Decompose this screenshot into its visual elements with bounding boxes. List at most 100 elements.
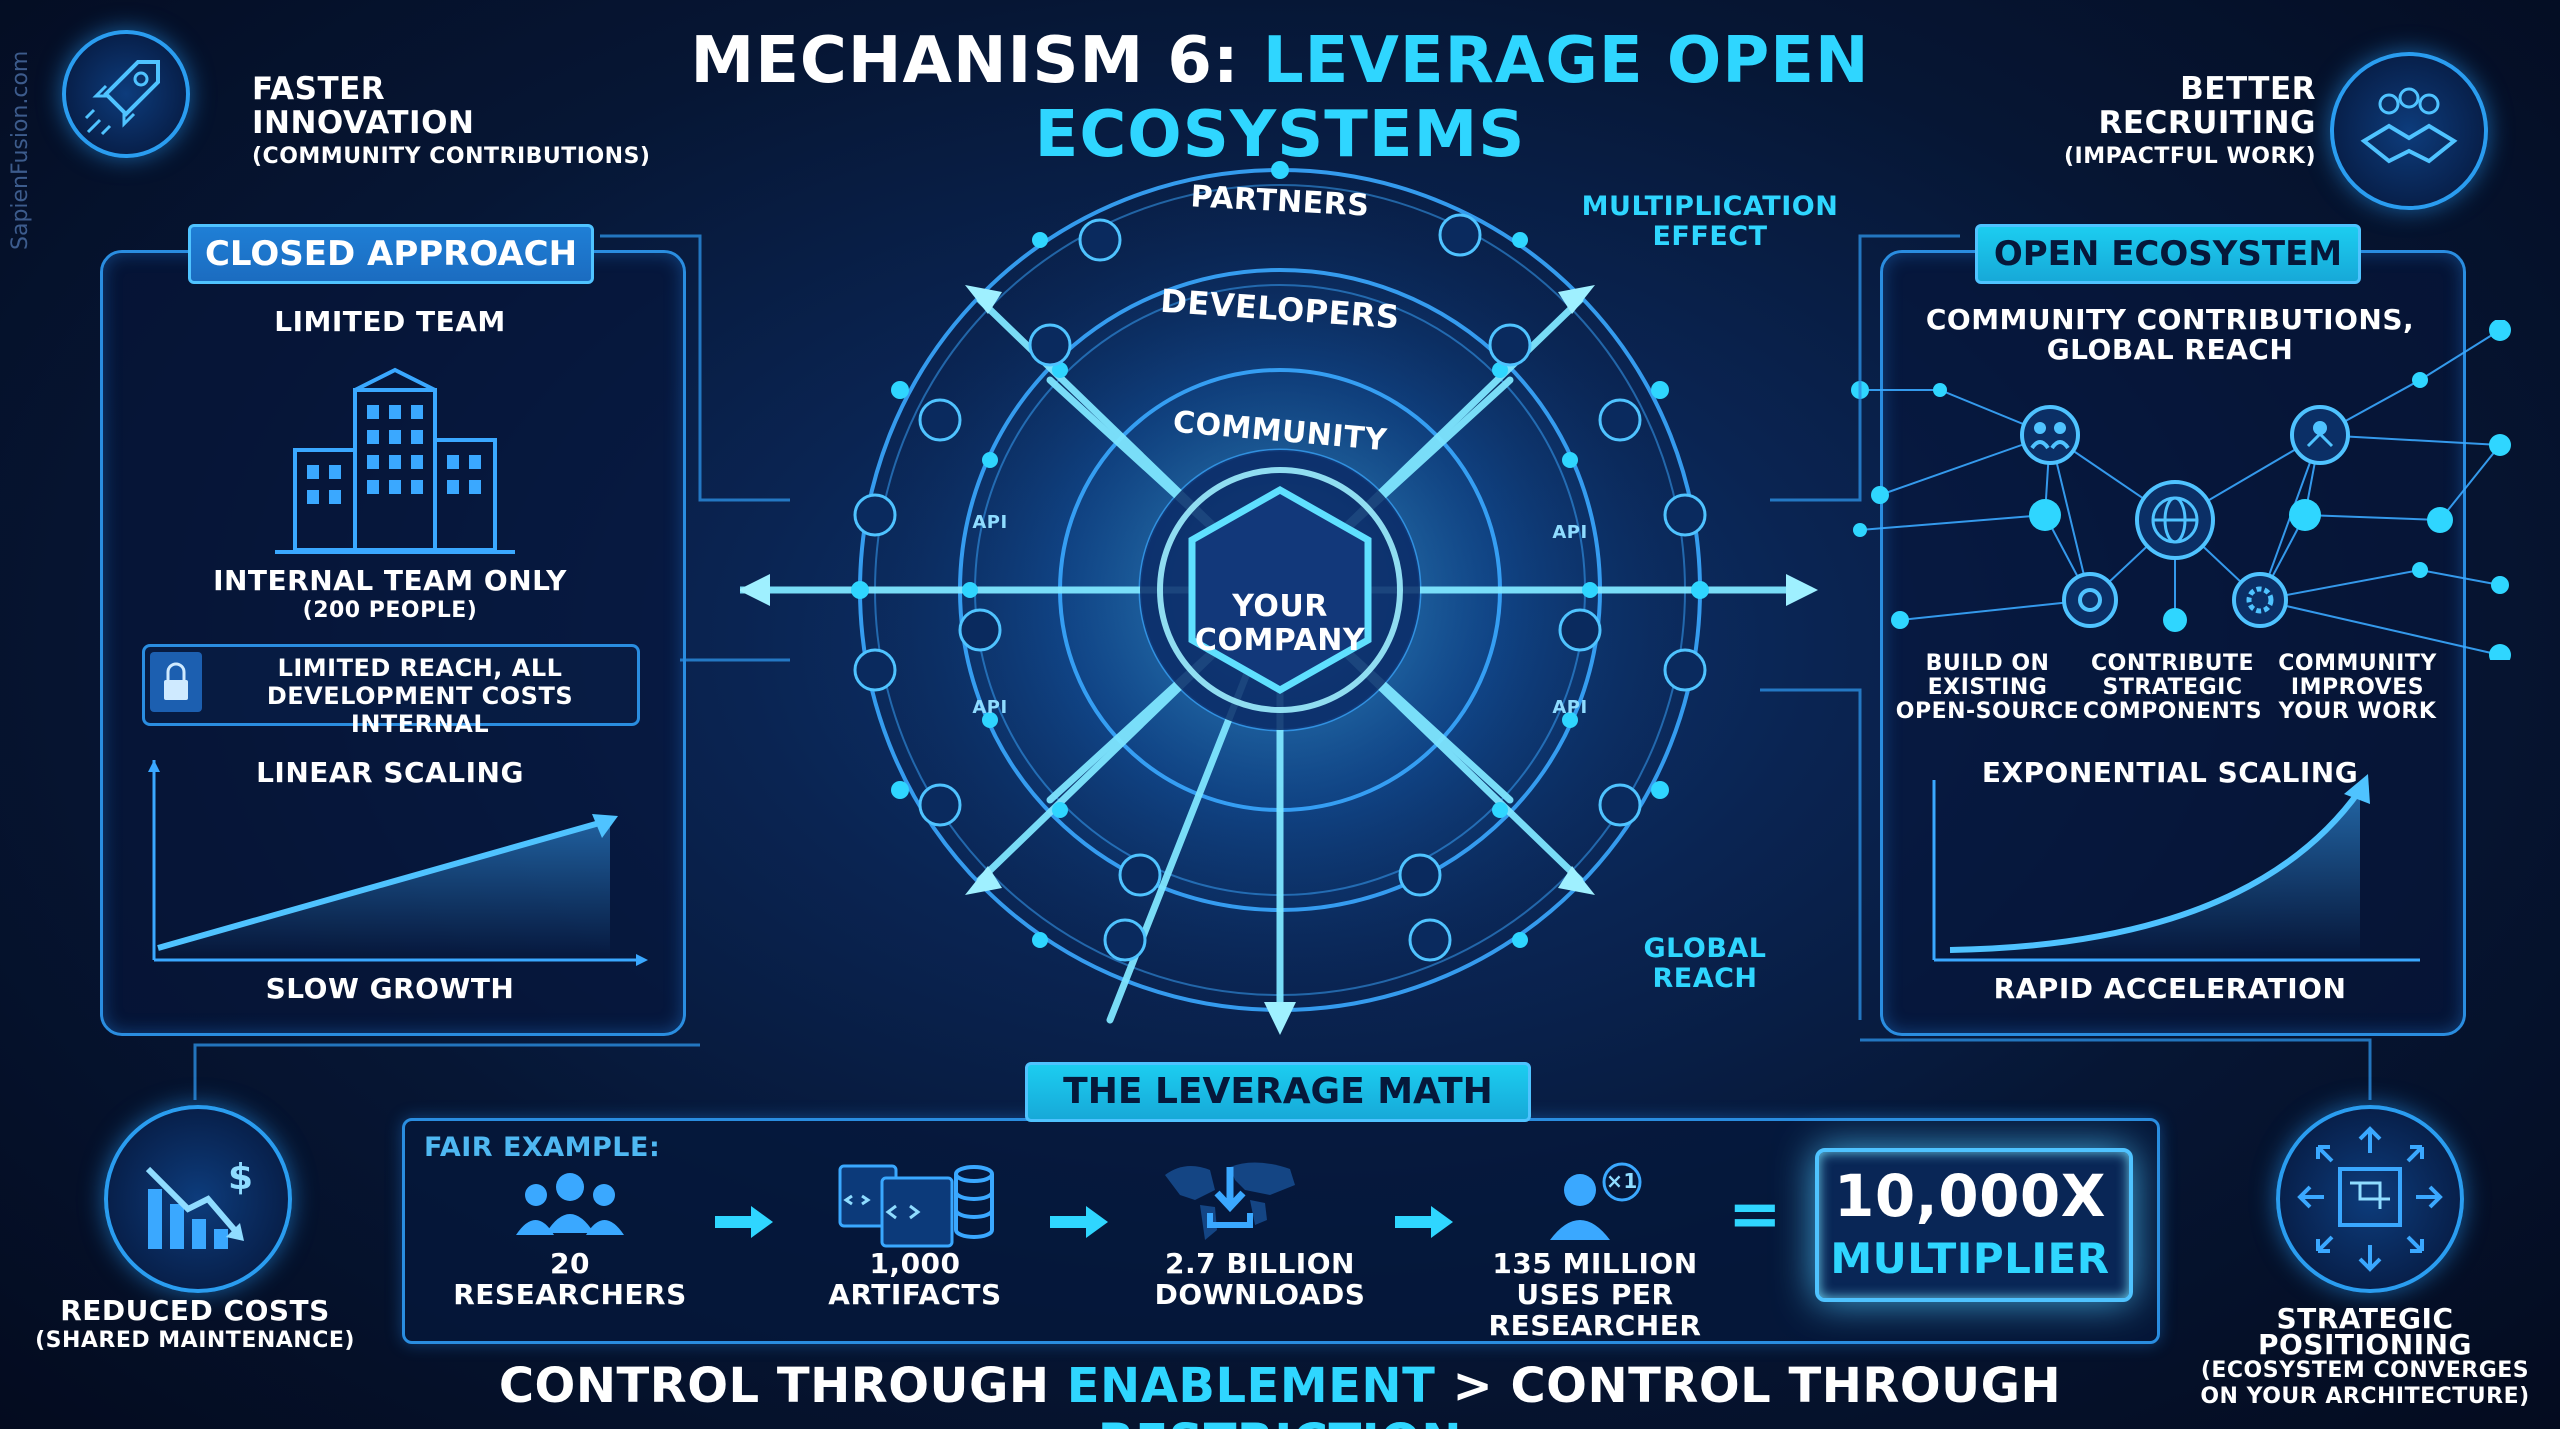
strategic-positioning-icon-circle xyxy=(2276,1105,2464,1293)
open-ecosystem-tag: OPEN ECOSYSTEM xyxy=(1975,224,2361,284)
step-researchers-label: RESEARCHERS xyxy=(453,1278,687,1311)
code-artifacts-icon xyxy=(838,1164,994,1248)
step-uses: 135 MILLION USES PER RESEARCHER xyxy=(1410,1248,1780,1341)
limited-reach-box xyxy=(142,644,640,726)
api-badge: API xyxy=(972,697,1008,718)
title-highlight: LEVERAGE OPEN ECOSYSTEMS xyxy=(1034,24,1870,172)
api-badge: API xyxy=(972,512,1008,533)
better-recruiting-line1: BETTER xyxy=(2180,71,2316,107)
open-item-contribute-line3: COMPONENTS xyxy=(2082,699,2263,724)
download-world-icon xyxy=(1165,1162,1295,1240)
open-item-improves: COMMUNITY IMPROVES YOUR WORK xyxy=(2265,652,2450,724)
fair-example-label: FAIR EXAMPLE: xyxy=(424,1132,661,1163)
exponential-scaling-label: EXPONENTIAL SCALING xyxy=(1981,756,2359,789)
footer-tagline: CONTROL THROUGH ENABLEMENT > CONTROL THR… xyxy=(360,1358,2200,1429)
linear-scaling-label: LINEAR SCALING xyxy=(256,756,524,789)
closed-approach-tag: CLOSED APPROACH xyxy=(188,224,594,284)
lock-icon xyxy=(150,652,202,712)
reduced-costs-icon-circle: $ xyxy=(104,1105,292,1293)
step-artifacts-label: ARTIFACTS xyxy=(828,1278,1002,1311)
step-researchers-value: 20 xyxy=(550,1247,590,1280)
rocket-icon-circle xyxy=(62,30,190,158)
open-item-build-line3: OPEN-SOURCE xyxy=(1895,699,2080,724)
better-recruiting-sub: (IMPACTFUL WORK) xyxy=(2064,144,2316,169)
opensource-node-icon xyxy=(2062,572,2118,628)
internal-team-label: INTERNAL TEAM ONLY (200 PEOPLE) xyxy=(100,566,680,626)
step-downloads-label: DOWNLOADS xyxy=(1154,1278,1366,1311)
people-icon xyxy=(516,1173,624,1235)
handshake-icon xyxy=(2360,87,2458,164)
multiplier-label: MULTIPLIER xyxy=(1830,1234,2110,1283)
your-company-label: YOUR COMPANY xyxy=(1180,590,1380,658)
limited-reach-line2: DEVELOPMENT COSTS INTERNAL xyxy=(266,682,574,738)
arrow-right-icon xyxy=(1050,1206,1108,1238)
open-item-contribute-line2: STRATEGIC xyxy=(2102,675,2243,700)
reduced-costs-sub: (SHARED MAINTENANCE) xyxy=(35,1328,355,1353)
rapid-acceleration-label: RAPID ACCELERATION xyxy=(1993,972,2347,1005)
arrow-right-icon xyxy=(1395,1206,1453,1238)
network-graph xyxy=(1851,320,2511,660)
strategic-positioning-label: STRATEGIC POSITIONING (ECOSYSTEM CONVERG… xyxy=(2180,1302,2550,1410)
open-item-contribute-line1: CONTRIBUTE xyxy=(2090,651,2255,676)
network-node-icon xyxy=(2290,405,2350,465)
globe-node-icon xyxy=(2135,480,2215,560)
step-uses-label: USES PER RESEARCHER xyxy=(1488,1278,1702,1342)
global-reach-line2: REACH xyxy=(1652,963,1758,994)
global-reach-line1: GLOBAL xyxy=(1643,933,1767,964)
exponential-scaling-chart xyxy=(1932,774,2420,962)
global-reach-label: GLOBAL REACH xyxy=(1600,934,1810,994)
handshake-icon-circle xyxy=(2330,52,2488,210)
footer-part3: > CONTROL THROUGH xyxy=(1435,1358,2062,1414)
internal-team-only: INTERNAL TEAM ONLY xyxy=(213,564,567,597)
linear-scaling-chart xyxy=(148,760,648,966)
limited-reach-line1: LIMITED REACH, ALL xyxy=(277,654,563,682)
reduced-costs-line1: REDUCED COSTS xyxy=(60,1294,330,1327)
arrow-right-icon xyxy=(715,1206,773,1238)
page-title: MECHANISM 6: LEVERAGE OPEN ECOSYSTEMS xyxy=(480,24,2080,172)
strategic-positioning-line1: STRATEGIC POSITIONING xyxy=(2258,1302,2472,1361)
api-badge: API xyxy=(1552,522,1588,543)
step-researchers: 20 RESEARCHERS xyxy=(440,1248,700,1310)
open-item-improves-line2: IMPROVES xyxy=(2290,675,2425,700)
open-item-build-line1: BUILD ON xyxy=(1925,651,2050,676)
footer-restriction: RESTRICTION xyxy=(1098,1414,1462,1429)
equals-sign: = xyxy=(1728,1178,1783,1252)
open-item-build: BUILD ON EXISTING OPEN-SOURCE xyxy=(1895,652,2080,724)
step-artifacts: 1,000 ARTIFACTS xyxy=(790,1248,1040,1310)
open-heading-line2: GLOBAL REACH xyxy=(2046,333,2294,366)
faster-innovation-line1: FASTER xyxy=(252,71,386,107)
step-artifacts-value: 1,000 xyxy=(869,1247,961,1280)
gear-node-icon xyxy=(2232,572,2288,628)
leverage-math-tag: THE LEVERAGE MATH xyxy=(1025,1062,1531,1122)
blueprint-arrows-icon xyxy=(2297,1126,2443,1272)
team-size: (200 PEOPLE) xyxy=(302,598,478,623)
step-downloads-value: 2.7 BILLION xyxy=(1165,1247,1355,1280)
title-prefix: MECHANISM 6: xyxy=(690,24,1263,98)
limited-team-label: LIMITED TEAM xyxy=(274,305,506,338)
step-downloads: 2.7 BILLION DOWNLOADS xyxy=(1110,1248,1410,1310)
multiplication-line2: EFFECT xyxy=(1652,221,1768,252)
open-item-improves-line3: YOUR WORK xyxy=(2278,699,2437,724)
api-badge: API xyxy=(1552,697,1588,718)
x1-badge: ×1 xyxy=(1606,1169,1638,1193)
strategic-positioning-sub2: ON YOUR ARCHITECTURE) xyxy=(2200,1384,2530,1409)
faster-innovation-line2: INNOVATION xyxy=(252,105,475,141)
footer-part1: CONTROL THROUGH xyxy=(498,1358,1067,1414)
rocket-icon xyxy=(84,60,160,136)
multiplication-line1: MULTIPLICATION xyxy=(1581,191,1839,222)
your-company-line1: YOUR xyxy=(1232,589,1328,624)
faster-innovation-sub: (COMMUNITY CONTRIBUTIONS) xyxy=(252,144,651,169)
open-item-contribute: CONTRIBUTE STRATEGIC COMPONENTS xyxy=(2080,652,2265,724)
office-building-icon xyxy=(275,367,515,554)
community-node-icon xyxy=(2020,405,2080,465)
faster-innovation-label: FASTER INNOVATION (COMMUNITY CONTRIBUTIO… xyxy=(252,72,650,174)
user-x1-icon xyxy=(1550,1162,1642,1240)
limited-reach-text: LIMITED REACH, ALL DEVELOPMENT COSTS INT… xyxy=(210,654,630,738)
multiplier-result-box xyxy=(1815,1148,2133,1302)
falling-cost-chart-icon: $ xyxy=(145,1157,253,1249)
reduced-costs-label: REDUCED COSTS (SHARED MAINTENANCE) xyxy=(30,1296,360,1356)
open-heading: COMMUNITY CONTRIBUTIONS, GLOBAL REACH xyxy=(1880,305,2460,365)
slow-growth-label: SLOW GROWTH xyxy=(265,972,515,1005)
